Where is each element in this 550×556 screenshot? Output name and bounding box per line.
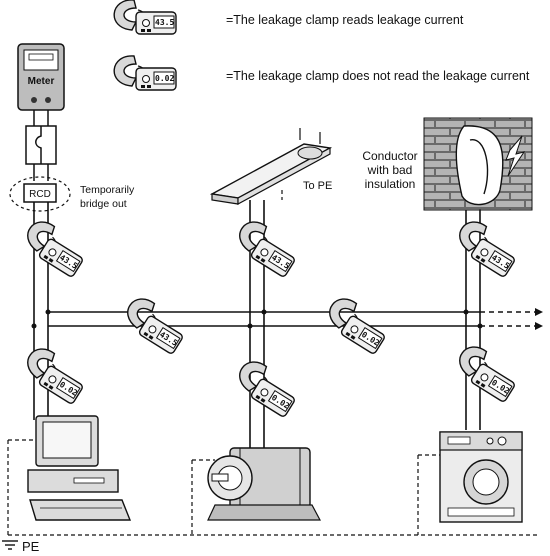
electric-motor <box>207 447 321 521</box>
clamp-legend-reads-icon: 43.5 <box>113 0 177 35</box>
arrow-icons <box>535 308 543 330</box>
to-pe-label: To PE <box>303 180 332 192</box>
legend-reads-text: =The leakage clamp reads leakage current <box>226 13 464 27</box>
fluorescent-lamp <box>209 128 333 206</box>
rcd-note-line1: Temporarily <box>80 184 135 196</box>
clamp-meter-icon: 0.02 <box>450 340 523 404</box>
wiring <box>33 170 540 460</box>
clamp-meter-icon: 0.02 <box>18 342 91 406</box>
wall-line2: with bad <box>367 163 413 177</box>
rcd-label: RCD <box>29 189 51 200</box>
meter: Meter <box>17 43 65 111</box>
clamp-legend-not-reads-icon: 0.02 <box>113 55 177 91</box>
brick-wall <box>423 117 533 211</box>
legend-reads: 43.5 =The leakage clamp reads leakage cu… <box>113 0 464 35</box>
legend-not-reads-text: =The leakage clamp does not read the lea… <box>226 69 530 83</box>
legend-not-reads-value: 0.02 <box>155 74 174 83</box>
ground-icon <box>2 540 18 550</box>
wall-line1: Conductor <box>362 149 417 163</box>
legend-reads-value: 43.5 <box>155 18 174 27</box>
clamp-meter-icon: 43.5 <box>18 215 91 279</box>
rcd-note-line2: bridge out <box>80 198 127 210</box>
clamp-meters: 43.5 0.02 43.5 43.5 43.5 0.02 0.02 0.02 <box>18 215 523 419</box>
meter-label: Meter <box>28 76 55 87</box>
pe-ground-line <box>7 190 540 536</box>
rcd: RCD Temporarily bridge out <box>9 176 135 212</box>
pe-label: PE <box>22 539 40 554</box>
clamp-meter-icon: 0.02 <box>320 292 393 356</box>
computer <box>27 415 132 521</box>
washing-machine <box>439 431 523 523</box>
legend-not-reads: 0.02 =The leakage clamp does not read th… <box>113 55 530 91</box>
junction-dots <box>31 309 483 329</box>
clamp-meter-icon: 43.5 <box>230 215 303 279</box>
wall-callout: Conductor with bad insulation <box>362 149 417 191</box>
wall-line3: insulation <box>365 177 416 191</box>
clamp-meter-icon: 0.02 <box>230 355 303 419</box>
clamp-meter-icon: 43.5 <box>450 215 523 279</box>
fuse-box <box>25 110 57 181</box>
clamp-meter-icon: 43.5 <box>118 292 191 356</box>
